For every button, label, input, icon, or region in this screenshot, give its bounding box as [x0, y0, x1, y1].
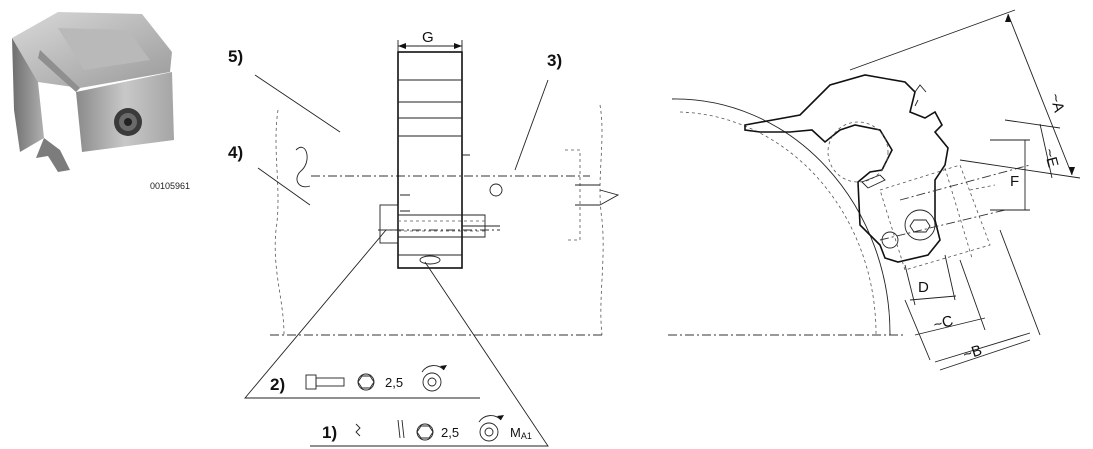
mounted-view: ~A ~E F D ~C ~B [668, 9, 1081, 371]
instruction-step-1: 1) 2,5 MA1 [322, 415, 532, 442]
torque-icon [478, 415, 504, 442]
side-view: G [254, 29, 620, 336]
nut-icon [355, 423, 361, 437]
instruction-step-2: 2) 2,5 [270, 365, 447, 394]
bolt-icon [397, 419, 405, 439]
photo-caption: 00105961 [150, 181, 190, 191]
step-2-key-size: 2,5 [385, 375, 403, 390]
step-1-label: 1) [322, 423, 337, 442]
screw-icon [305, 374, 345, 390]
hex-key-icon [357, 373, 375, 391]
dim-C: ~C [932, 312, 955, 334]
dim-B: ~B [961, 342, 984, 364]
callout-5: 5) [228, 47, 243, 66]
step-1-torque-symbol: MA1 [510, 425, 532, 441]
dim-G: G [422, 29, 434, 46]
dim-D: D [918, 279, 929, 296]
instruction-leaders [244, 229, 549, 447]
callout-4: 4) [228, 143, 243, 162]
dim-A: ~A [1046, 92, 1067, 115]
step-2-label: 2) [270, 375, 285, 394]
product-photo [12, 12, 174, 172]
hex-key-icon-2 [416, 423, 434, 441]
rotate-icon [421, 365, 447, 392]
dim-E: ~E [1040, 147, 1061, 170]
dim-F: F [1010, 173, 1019, 190]
callout-3: 3) [547, 51, 562, 70]
step-1-key-size: 2,5 [441, 425, 459, 440]
